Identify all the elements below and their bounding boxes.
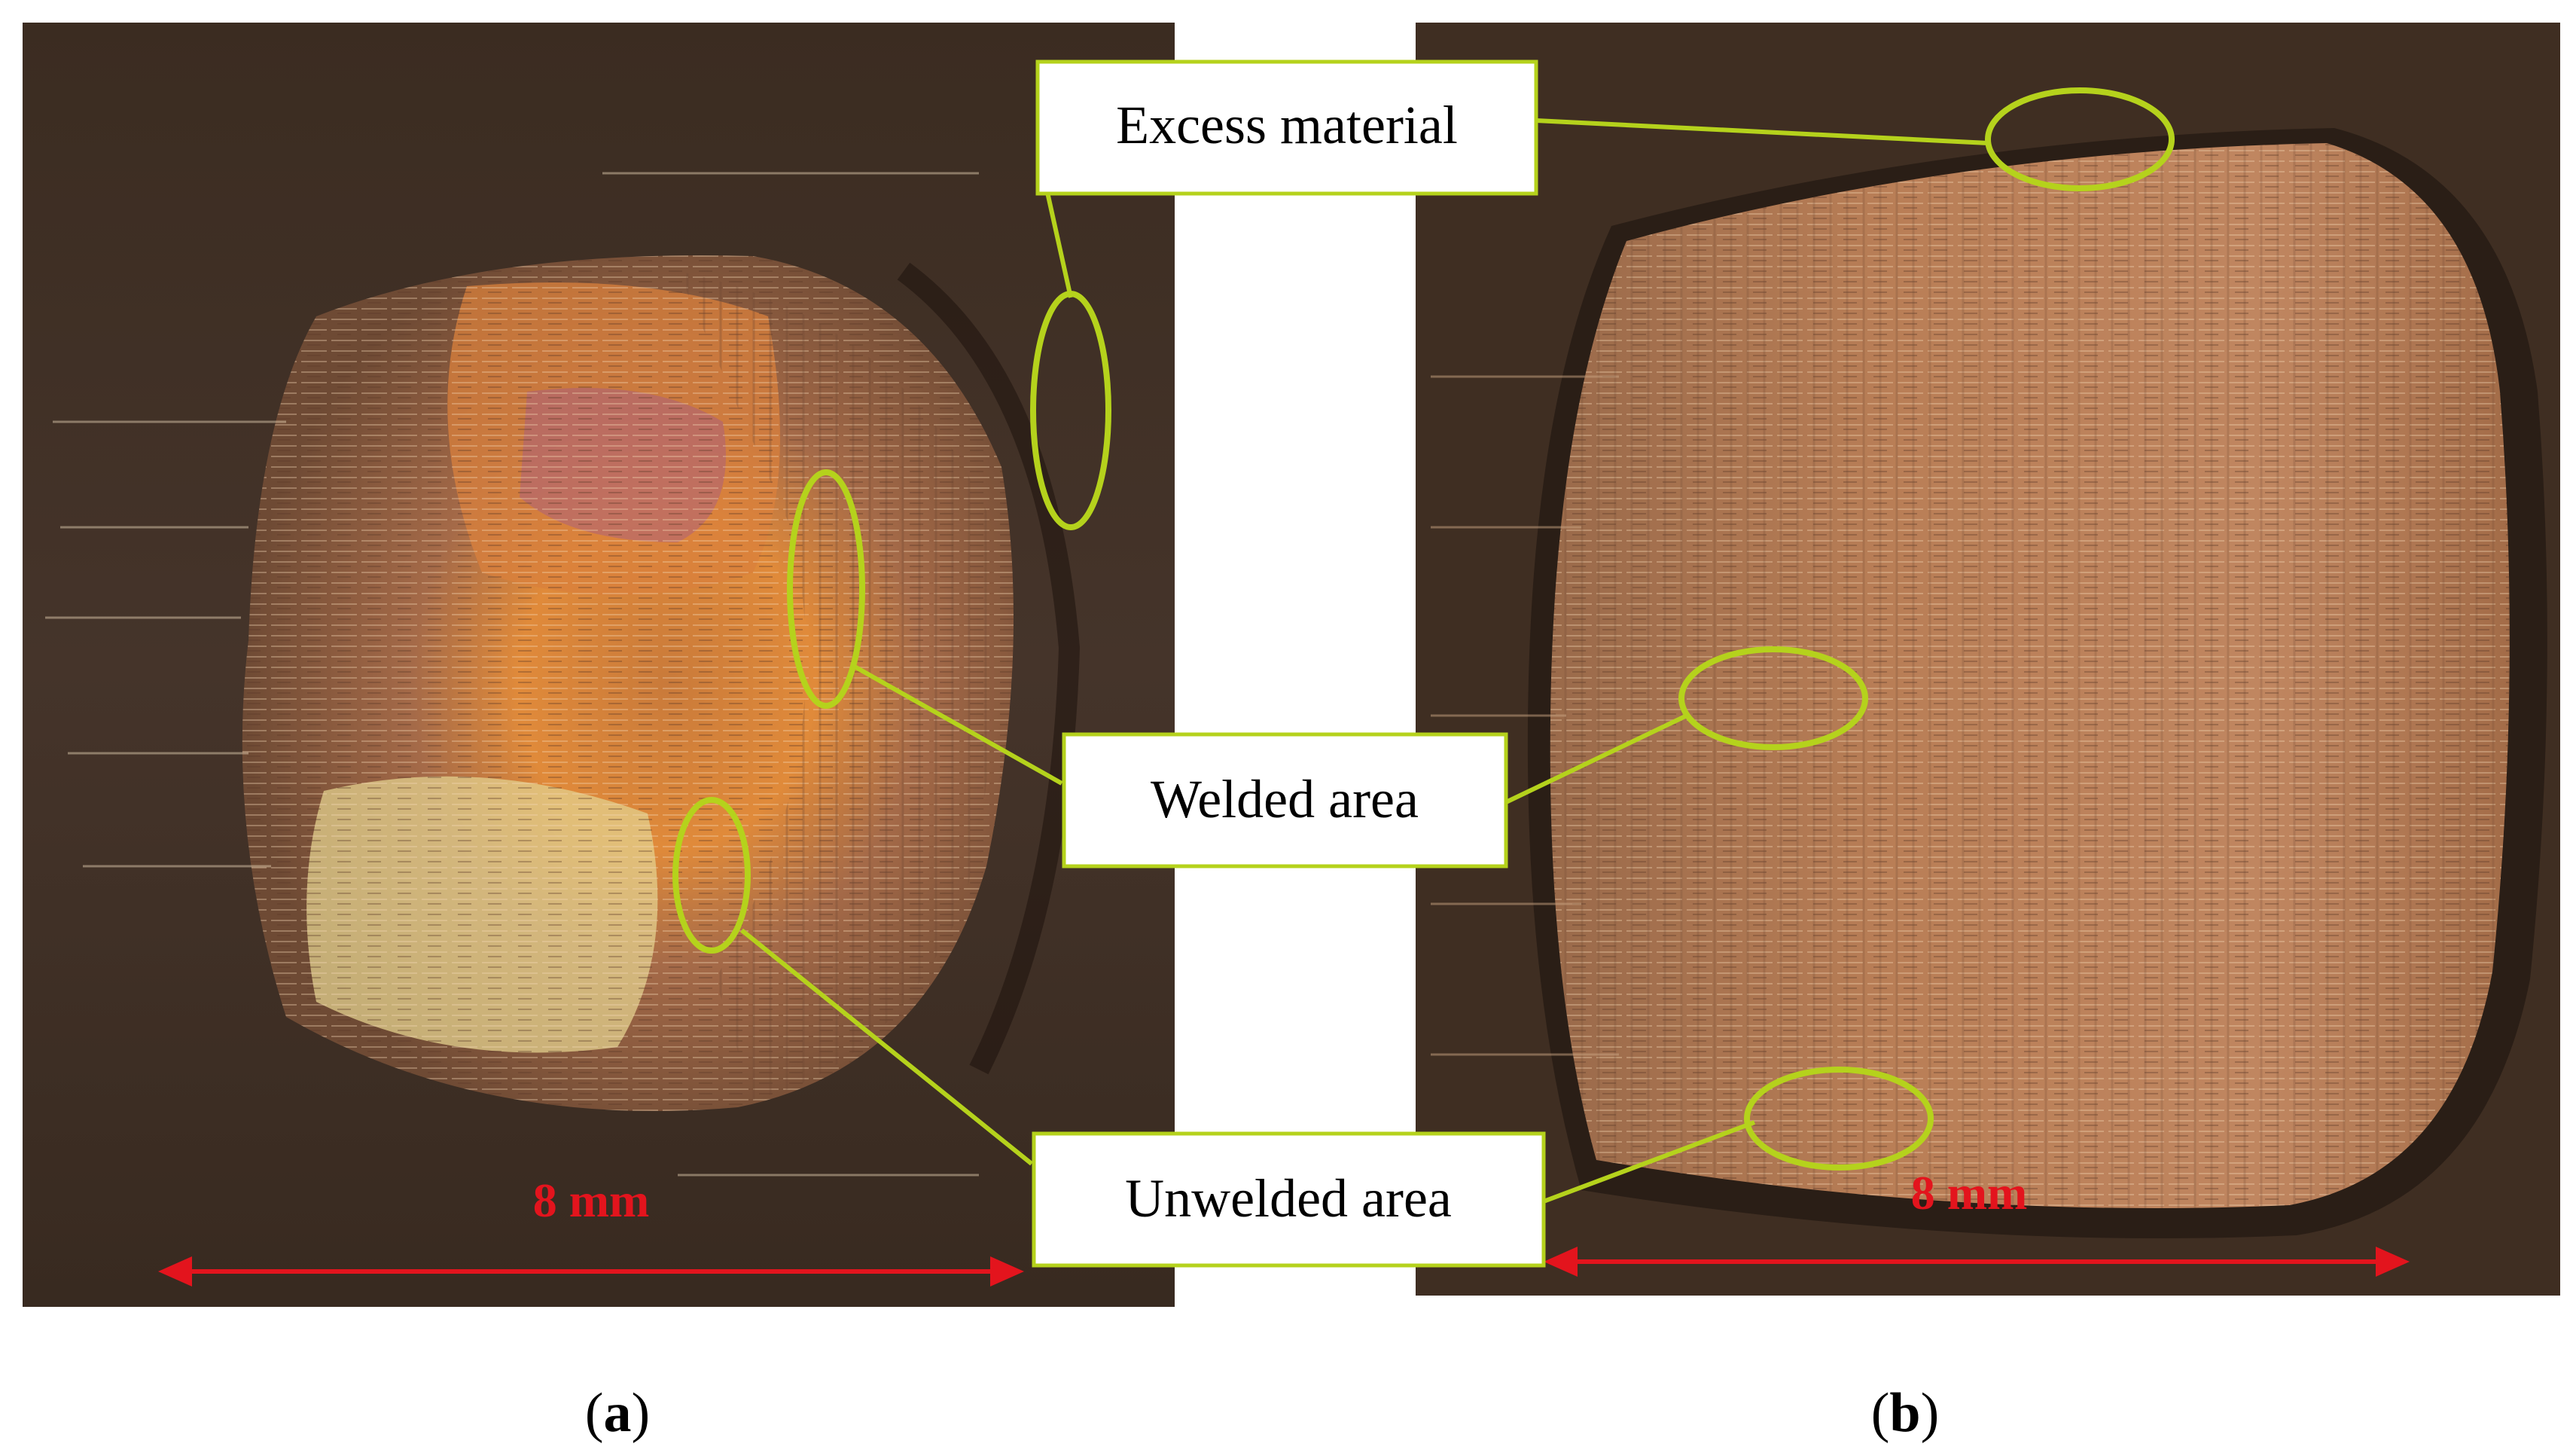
scale-bar-b: 8 mm (1544, 1166, 2410, 1277)
scale-label-b: 8 mm (1911, 1166, 2028, 1219)
panel-b-tear-streaks (1431, 375, 1619, 1056)
callout-welded-label: Welded area (1151, 769, 1419, 829)
callout-unwelded: Unwelded area (1032, 1131, 1546, 1268)
ellipse-excess-b (1985, 87, 2175, 191)
leader-unwelded-b (1542, 1120, 1756, 1204)
callout-welded: Welded area (1062, 732, 1508, 868)
leader-welded-a (853, 664, 1063, 786)
ellipse-unwelded-b (1744, 1067, 1934, 1171)
scale-bar-a: 8 mm (158, 1174, 1024, 1287)
callout-excess-label: Excess material (1116, 95, 1458, 155)
panel-b-photo (1416, 23, 2560, 1296)
panel-a-caption: (a) (585, 1382, 650, 1444)
callout-unwelded-box (1032, 1131, 1546, 1268)
callout-excess-box (1035, 60, 1538, 196)
scale-arrow-right-b (2376, 1247, 2410, 1277)
callout-excess: Excess material (1035, 60, 1538, 196)
panel-b-caption: (b) (1871, 1382, 1939, 1444)
callout-welded-box (1062, 732, 1508, 868)
ellipse-welded-a (787, 469, 865, 709)
scale-arrow-left-b (1544, 1247, 1578, 1277)
panel-b-weld-ridges (1550, 143, 2510, 1208)
scale-arrow-right-a (990, 1256, 1024, 1287)
scale-arrow-left-a (158, 1256, 192, 1287)
callout-unwelded-label: Unwelded area (1125, 1168, 1452, 1229)
leader-unwelded-a (740, 928, 1033, 1166)
leader-excess-b (1535, 118, 1989, 145)
leader-welded-b (1504, 713, 1688, 804)
ellipse-welded-b (1678, 646, 1868, 750)
leader-lines (740, 118, 1989, 1204)
panel-a-tear-streaks (45, 172, 979, 1177)
panel-a-flash-rim (897, 262, 1081, 1075)
annotation-ellipses (672, 87, 2175, 1171)
panel-a-photo (23, 23, 1175, 1307)
scale-label-a: 8 mm (533, 1174, 650, 1227)
panel-a-weld-ridges (678, 271, 998, 1100)
ellipse-unwelded-a (672, 797, 751, 954)
